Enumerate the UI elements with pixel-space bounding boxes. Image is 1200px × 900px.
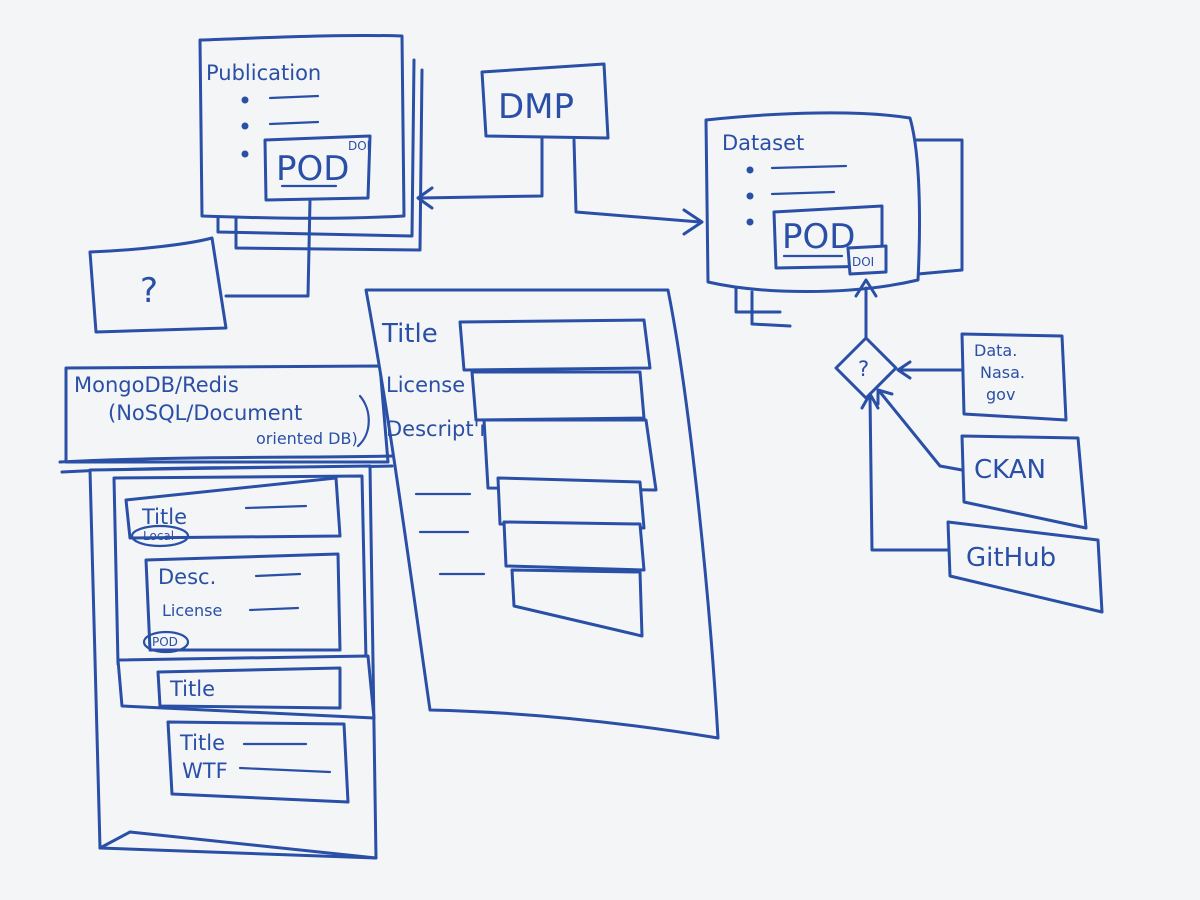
publication-to-unknown-connector [224, 198, 312, 298]
card4-wtf-label: WTF [182, 759, 228, 783]
metadata-form: Title License Descript'n [364, 288, 720, 740]
dataset-title: Dataset [722, 131, 804, 155]
form-title-label: Title [381, 319, 438, 349]
local-circle-icon [130, 524, 190, 548]
stack-edge [734, 278, 782, 314]
text-line-icon [238, 766, 332, 774]
publication-pod-label: POD [276, 149, 349, 189]
dmp-to-dataset-connector [572, 138, 702, 224]
dmp-node: DMP [480, 62, 610, 140]
form-description-field [482, 418, 658, 492]
card-desc-label: Desc. [158, 565, 216, 589]
decision-node: ? [834, 336, 898, 400]
divider [58, 454, 396, 464]
arrow-left-icon [896, 360, 912, 380]
arrow-up-icon [860, 392, 880, 410]
dataset-doi-label: DOI [852, 255, 874, 269]
database-panel: MongoDB/Redis (NoSQL/Document oriented D… [58, 364, 396, 860]
source-ckan: CKAN [960, 434, 1088, 530]
pod-circle-icon [142, 630, 190, 654]
form-license-field [470, 370, 646, 422]
arrow-up-icon [876, 388, 894, 406]
dmp-to-publication-connector [418, 136, 544, 200]
database-line-3: oriented DB) [256, 429, 358, 448]
data-nasa-line-3: gov [986, 385, 1015, 404]
arrow-right-icon [682, 208, 704, 236]
form-field-5 [502, 520, 646, 572]
data-nasa-line-1: Data. [974, 341, 1017, 360]
unknown-label: ? [140, 271, 158, 311]
ckan-label: CKAN [974, 455, 1046, 485]
dataset-doi-box [846, 244, 888, 276]
publication-doi-label: DOI [348, 139, 370, 153]
bullet-icon [746, 166, 754, 174]
dmp-box [480, 62, 610, 140]
record-card-3-inner [156, 666, 342, 710]
dmp-label: DMP [498, 87, 574, 127]
card4-title-label: Title [179, 731, 225, 755]
dataset-pod-label: POD [782, 217, 855, 257]
publication-stack: Publication POD DOI [198, 33, 424, 252]
text-line-icon [268, 94, 320, 100]
form-field-6 [510, 568, 644, 638]
decision-label: ? [858, 357, 869, 381]
publication-title: Publication [206, 61, 321, 85]
unknown-box [88, 236, 228, 334]
text-line-icon [770, 190, 836, 196]
unknown-node: ? [88, 236, 228, 334]
form-license-label: License [386, 373, 465, 397]
ckan-connector [878, 390, 964, 472]
database-header [64, 364, 390, 464]
paren-icon [356, 394, 370, 448]
source-data-nasa: Data. Nasa. gov [960, 332, 1068, 422]
dataset-stack: Dataset POD DOI [704, 111, 964, 328]
form-description-label: Descript'n [386, 417, 493, 441]
publication-pod-box [263, 134, 372, 202]
form-field-4 [496, 476, 646, 530]
record-card-4 [166, 720, 350, 804]
data-nasa-line-2: Nasa. [980, 363, 1025, 382]
bullet-icon [746, 192, 754, 200]
text-line-icon [268, 120, 320, 126]
database-line-2: (NoSQL/Document [108, 401, 302, 425]
text-line-icon [244, 504, 308, 510]
card3-title-label: Title [169, 677, 215, 701]
bullet-icon [241, 96, 249, 104]
github-label: GitHub [966, 543, 1056, 573]
bullet-icon [241, 150, 249, 158]
stack-edge [750, 290, 792, 328]
stack-edge [914, 138, 964, 276]
card-license-label: License [162, 601, 222, 620]
database-line-1: MongoDB/Redis [74, 373, 239, 397]
arrow-left-icon [416, 186, 434, 210]
text-line-icon [248, 606, 300, 612]
record-card-title [124, 476, 342, 540]
arrow-up-icon [854, 278, 878, 298]
data-nasa-box [960, 332, 1068, 422]
bullet-icon [241, 122, 249, 130]
text-line-icon [254, 572, 302, 578]
database-body-edge [98, 830, 378, 860]
github-connector [868, 394, 950, 552]
record-card-desc [144, 552, 342, 652]
card-local-label: Local [143, 529, 174, 543]
card-pod-label: POD [152, 635, 178, 649]
bullet-icon [746, 218, 754, 226]
github-box [946, 520, 1104, 614]
source-github: GitHub [946, 520, 1104, 614]
ckan-box [960, 434, 1088, 530]
text-line-icon [770, 164, 848, 170]
form-title-field [458, 318, 652, 372]
